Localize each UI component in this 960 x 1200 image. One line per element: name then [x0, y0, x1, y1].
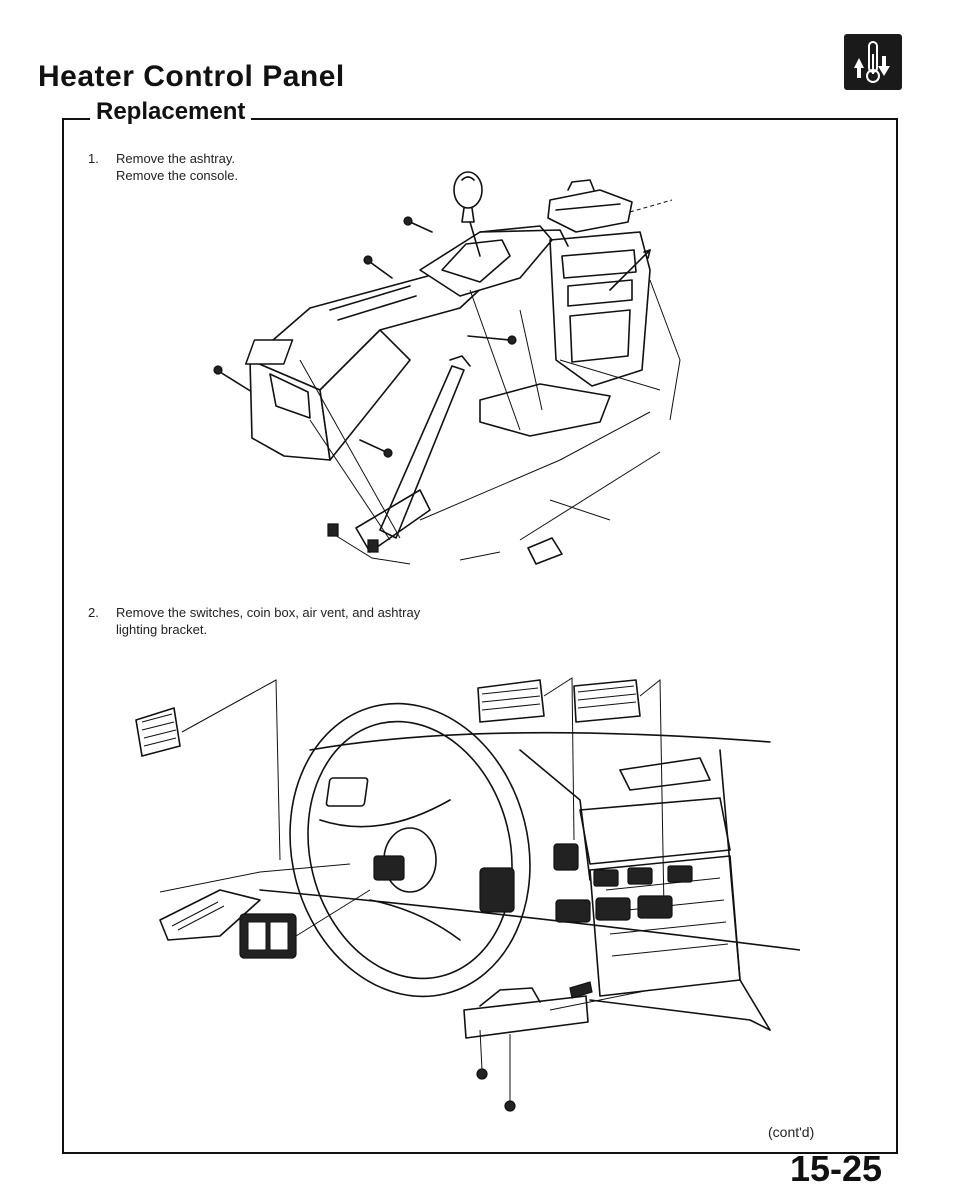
heater-thermometer-icon: [844, 34, 902, 90]
step-text: Remove the switches, coin box, air vent,…: [116, 605, 421, 637]
console-body-illustration: [244, 221, 569, 461]
switch-illustrations: [325, 777, 693, 923]
step-2: 2. Remove the switches, coin box, air ve…: [88, 604, 508, 644]
center-air-vents-illustration: [477, 677, 665, 911]
ashtray-illustration: [547, 179, 673, 291]
step-text: Remove the ashtray. Remove the console.: [116, 151, 239, 183]
step-number: 1.: [88, 151, 99, 166]
content-frame: [62, 118, 898, 1154]
ashtray-lighting-bracket-illustration: [463, 981, 651, 1112]
dashboard-outline-illustration: [159, 731, 800, 1031]
continued-note: (cont'd): [768, 1124, 815, 1140]
section-title: Replacement: [90, 98, 252, 126]
left-air-vent-illustration: [135, 679, 281, 861]
dashboard-outline-illustration: [299, 231, 681, 565]
page-title: Heater Control Panel: [38, 60, 345, 93]
dashboard-removal-diagram: [135, 677, 800, 1112]
shift-knob-illustration: [453, 171, 483, 223]
parking-brake-illustration: [327, 355, 471, 565]
console-removal-diagram: [213, 171, 681, 565]
steering-wheel-illustration: [289, 702, 531, 998]
coin-box-illustration: [159, 889, 371, 959]
page-number: 15-25: [790, 1148, 883, 1189]
step-number: 2.: [88, 605, 99, 620]
screw-illustrations: [213, 216, 517, 458]
step-1: 1. Remove the ashtray. Remove the consol…: [88, 150, 348, 190]
